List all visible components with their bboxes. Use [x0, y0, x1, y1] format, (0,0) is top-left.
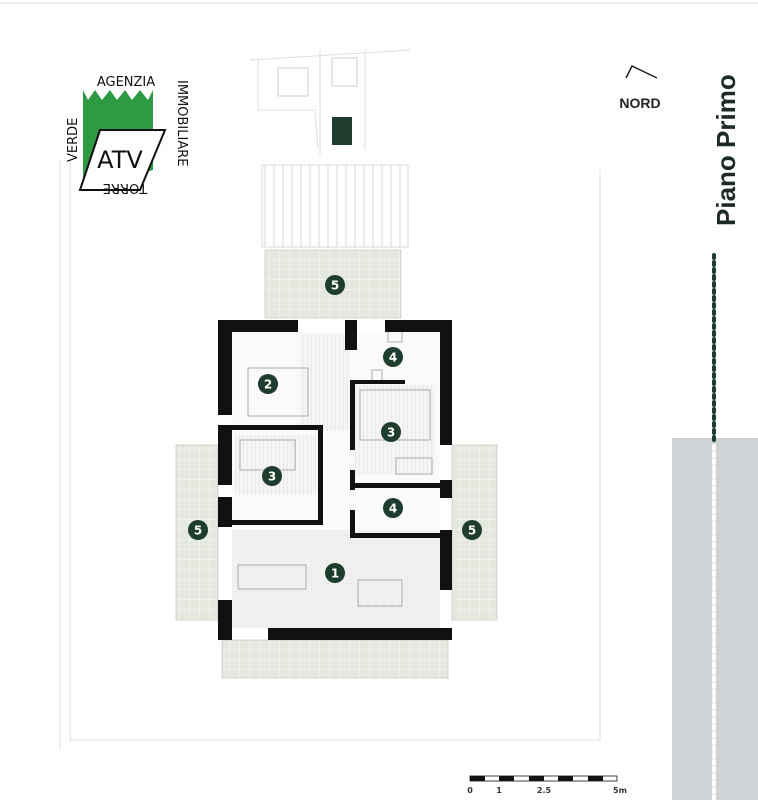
- room-badge-4-bottom: 4: [383, 498, 403, 518]
- scale-label-5m: 5m: [613, 786, 627, 795]
- room-badge-3-left: 3: [262, 466, 282, 486]
- svg-text:VERDE: VERDE: [66, 118, 81, 162]
- agency-logo: ATV AGENZIA VERDE IMMOBILIARE TORRE: [66, 75, 189, 195]
- svg-text:5: 5: [194, 524, 202, 538]
- terrace-bottom: [221, 639, 449, 679]
- room-badge-3-right: 3: [381, 422, 401, 442]
- scale-label-2-5: 2.5: [537, 786, 552, 795]
- svg-text:5: 5: [331, 279, 339, 293]
- svg-text:3: 3: [387, 426, 395, 440]
- scale-label-0: 0: [467, 786, 473, 795]
- svg-text:4: 4: [389, 351, 397, 365]
- north-arrow-icon: [625, 65, 658, 79]
- scale-bar: 0 1 2.5 5m: [467, 775, 627, 795]
- key-plan: [277, 57, 358, 145]
- svg-text:2: 2: [264, 378, 272, 392]
- north-label: NORD: [619, 95, 660, 111]
- svg-text:5: 5: [468, 524, 476, 538]
- pergola: [261, 164, 409, 248]
- svg-text:1: 1: [331, 567, 339, 581]
- room-badge-5-right: 5: [462, 520, 482, 540]
- walls: [218, 320, 452, 640]
- svg-text:3: 3: [268, 470, 276, 484]
- svg-text:4: 4: [389, 502, 397, 516]
- room-badge-2: 2: [258, 374, 278, 394]
- svg-text:IMMOBILIARE: IMMOBILIARE: [174, 80, 189, 166]
- svg-text:ATV: ATV: [97, 146, 143, 174]
- key-plan-highlight: [332, 117, 352, 145]
- room-badge-5-top: 5: [325, 275, 345, 295]
- floor-title: Piano Primo: [711, 74, 741, 226]
- room-badge-4-top: 4: [383, 347, 403, 367]
- site-outline: [59, 49, 601, 750]
- scale-label-1: 1: [496, 786, 502, 795]
- bedroom-left-floor: [235, 435, 320, 495]
- svg-text:TORRE: TORRE: [103, 180, 148, 195]
- room-badge-1: 1: [325, 563, 345, 583]
- svg-text:AGENZIA: AGENZIA: [97, 75, 155, 90]
- room-badge-5-left: 5: [188, 520, 208, 540]
